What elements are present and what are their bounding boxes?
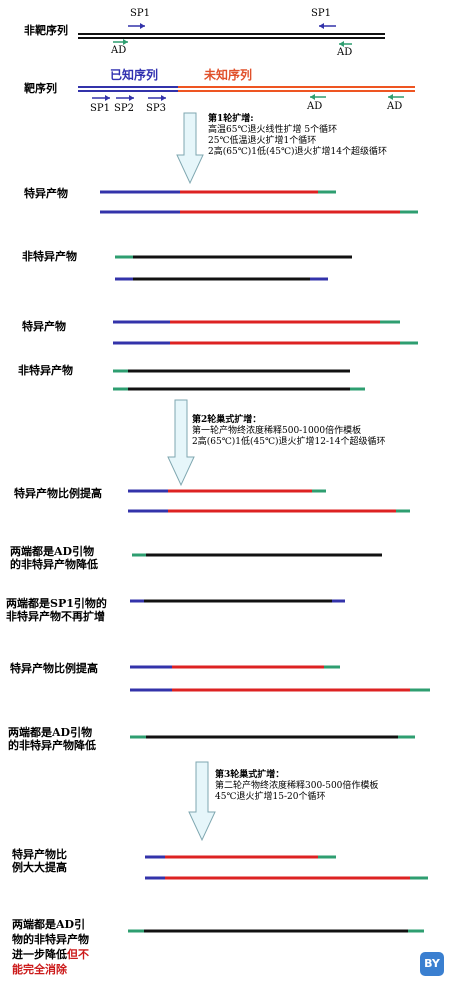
round3-line: 45℃退火扩增15-20个循环 [215, 792, 326, 802]
target-sequence-label: 靶序列 [24, 82, 57, 95]
specific-ratio-label: 特异产物比例提高 [10, 662, 98, 675]
ad-nonspecific-label: 两端都是AD引物 的非特异产物降低 [10, 545, 98, 571]
unknown-sequence-label: 未知序列 [204, 68, 253, 82]
sp1-nonspecific-line: 两端都是SP1引物的 [6, 597, 107, 610]
round3-note: 第3轮巢式扩增： 第二轮产物终浓度稀释300-500倍作模板 45℃退火扩增15… [215, 770, 378, 803]
ad-nonspecific-line: 的非特异产物降低 [10, 558, 98, 571]
ad-primer-label: AD [307, 101, 323, 112]
ad-primer-label: AD [337, 47, 353, 58]
nonspecific-product-label: 非特异产物 [18, 364, 73, 377]
specific-product-label: 特异产物 [24, 187, 68, 200]
ad-nonspecific-line: 两端都是AD引物 [8, 726, 93, 739]
ad-nonspecific-line: 的非特异产物降低 [8, 739, 96, 752]
ad-nonspecific-line: 两端都是AD引物 [10, 545, 95, 558]
round2-title: 第2轮巢式扩增： [192, 415, 262, 425]
nontarget-sequence-label: 非靶序列 [24, 24, 68, 37]
round1-note: 第1轮扩增: 高温65℃退火线性扩增 5个循环 25℃低温退火扩增1个循环 2高… [208, 114, 387, 158]
round2-line: 第一轮产物终浓度稀释500-1000倍作模板 [192, 426, 362, 436]
primer-arrowhead [129, 95, 134, 101]
round2-line: 2高(65℃)1低(45℃)退火扩增12-14个超级循环 [192, 437, 386, 447]
primer-arrowhead [161, 95, 166, 101]
nonspecific-product-label: 非特异产物 [22, 250, 77, 263]
known-sequence-label: 已知序列 [110, 68, 159, 82]
sp1-nonspecific-label: 两端都是SP1引物的 非特异产物不再扩增 [6, 597, 107, 623]
process-arrow [167, 399, 195, 487]
specific-product-label: 特异产物 [22, 320, 66, 333]
final-nonspecific-line: 两端都是AD引 [12, 918, 86, 931]
final-nonspecific-warning: 但不 [67, 948, 89, 961]
final-nonspecific-label: 两端都是AD引 物的非特异产物 进一步降低但不 能完全消除 [12, 917, 89, 977]
sp1-primer-label: SP1 [130, 8, 150, 19]
sp1-nonspecific-line: 非特异产物不再扩增 [6, 610, 105, 623]
round1-line: 2高(65℃)1低(45℃)退火扩增14个超级循环 [208, 147, 387, 157]
primer-arrowhead [105, 95, 110, 101]
specific-ratio-label: 特异产物比例提高 [14, 487, 102, 500]
primer-arrowhead [388, 94, 393, 100]
round3-line: 第二轮产物终浓度稀释300-500倍作模板 [215, 781, 379, 791]
primer-arrowhead [123, 39, 128, 45]
primer-arrowhead [319, 23, 324, 29]
ad-nonspecific-label: 两端都是AD引物 的非特异产物降低 [8, 726, 96, 752]
final-nonspecific-line: 物的非特异产物 [12, 933, 89, 946]
sp1-primer-label: SP1 [90, 103, 110, 114]
primer-arrowhead [140, 23, 145, 29]
final-nonspecific-warning: 能完全消除 [12, 963, 67, 976]
ad-primer-label: AD [387, 101, 403, 112]
specific-ratio-large-label: 特异产物比 例大大提高 [12, 848, 67, 874]
primer-arrowhead [310, 94, 315, 100]
round3-title: 第3轮巢式扩增： [215, 770, 285, 780]
round1-title: 第1轮扩增: [208, 114, 254, 124]
round1-line: 高温65℃退火线性扩增 5个循环 [208, 125, 338, 135]
primer-arrowhead [339, 41, 344, 47]
sp3-primer-label: SP3 [146, 103, 166, 114]
sp1-primer-label: SP1 [311, 8, 331, 19]
watermark-badge: BY [420, 952, 444, 976]
sp2-primer-label: SP2 [114, 103, 134, 114]
ad-primer-label: AD [111, 45, 127, 56]
process-arrow [176, 112, 204, 185]
final-nonspecific-line: 进一步降低 [12, 948, 67, 961]
round2-note: 第2轮巢式扩增： 第一轮产物终浓度稀释500-1000倍作模板 2高(65℃)1… [192, 415, 385, 448]
round1-line: 25℃低温退火扩增1个循环 [208, 136, 317, 146]
process-arrow [188, 761, 216, 842]
specific-ratio-large-line: 例大大提高 [12, 861, 67, 874]
specific-ratio-large-line: 特异产物比 [12, 848, 67, 861]
